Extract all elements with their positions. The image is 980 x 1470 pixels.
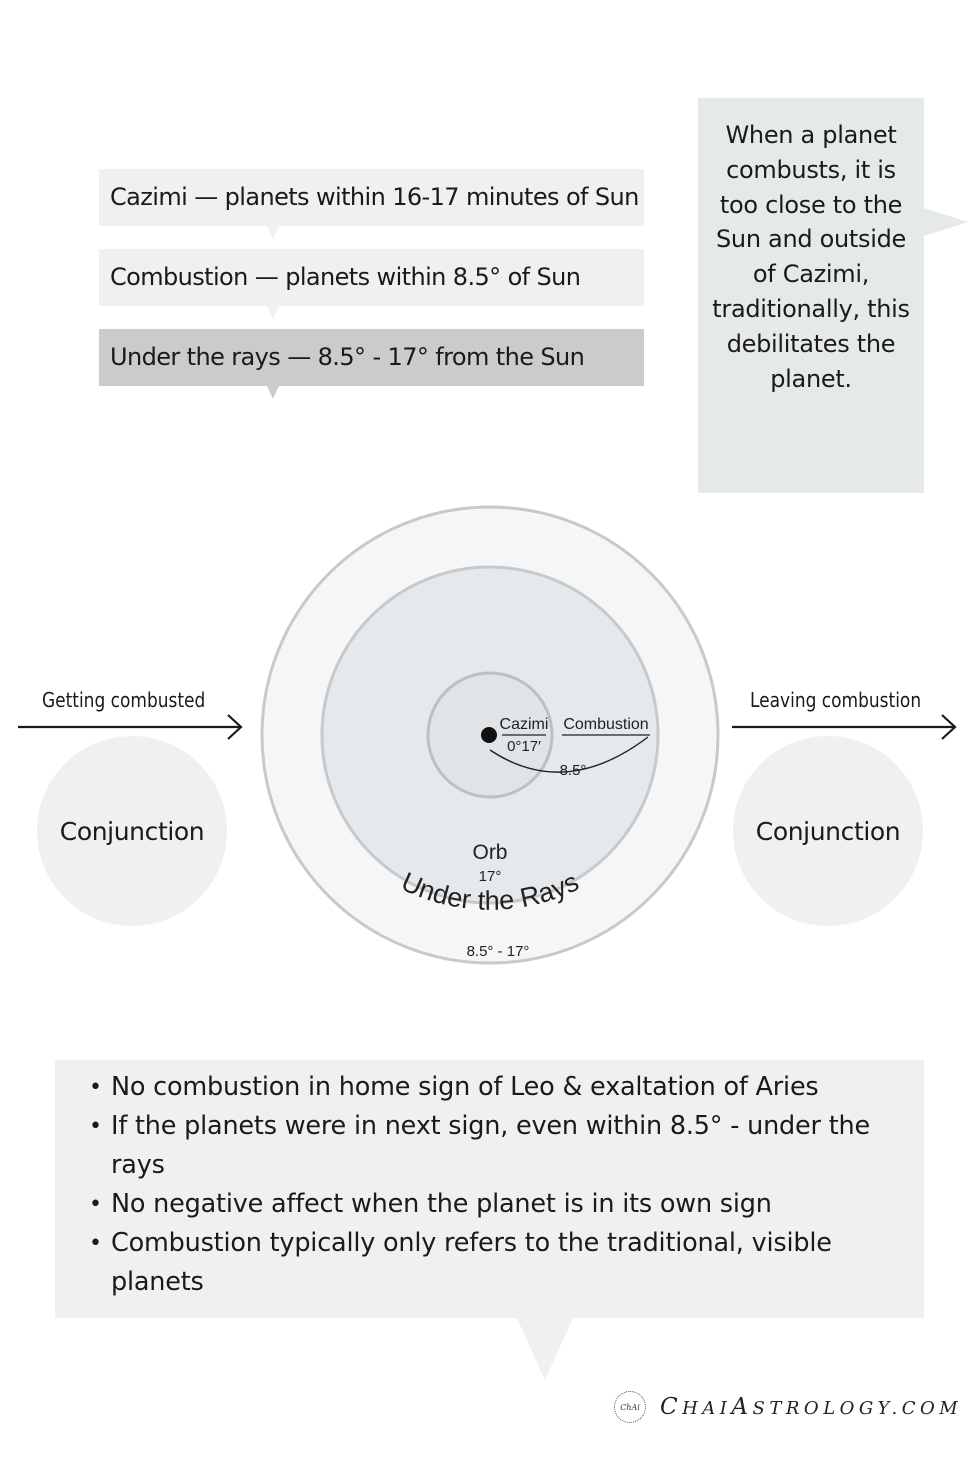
callout-term: Under the rays (110, 343, 281, 371)
side-note: When a planet combusts, it is too close … (698, 98, 968, 493)
orb-ring (320, 565, 660, 905)
under-the-rays-label: Under the Rays (397, 866, 583, 915)
side-note-text: When a planet combusts, it is too close … (712, 121, 910, 393)
callout-term: Cazimi (110, 183, 188, 211)
callout-desc: 8.5° - 17° from the Sun (317, 343, 585, 371)
brand: ChAi CHAIASTROLOGY.COM (614, 1390, 962, 1424)
orb-value: 17° (479, 868, 502, 885)
right-arrow-icon (18, 714, 243, 740)
under-the-rays-value: 8.5° - 17° (467, 943, 530, 960)
callout-desc: planets within 8.5° of Sun (285, 263, 581, 291)
notes-list: No combustion in home sign of Leo & exal… (55, 1068, 904, 1302)
leaving-combustion-label: Leaving combustion (750, 688, 922, 712)
callout-dash: — (187, 183, 225, 211)
callout-term: Combustion (110, 263, 248, 291)
cazimi-label: Cazimi (500, 716, 549, 733)
combustion-arc (489, 736, 649, 773)
brand-logo: ChAi (614, 1391, 646, 1423)
callout-tail (267, 306, 279, 319)
conjunction-label: Conjunction (59, 816, 205, 846)
notes-panel: No combustion in home sign of Leo & exal… (55, 1060, 924, 1380)
conjunction-circle-left: Conjunction (37, 736, 227, 926)
cazimi-value: 0°17′ (507, 738, 541, 755)
callout-dash: — (247, 263, 286, 291)
callout-desc: planets within 16-17 minutes of Sun (224, 183, 640, 211)
combustion-label: Combustion (563, 716, 648, 733)
right-arrow-icon (732, 714, 957, 740)
callout-under-the-rays: Under the rays — 8.5° - 17° from the Sun (99, 329, 644, 399)
list-item: Combustion typically only refers to the … (89, 1224, 904, 1302)
getting-combusted-label: Getting combusted (42, 688, 206, 712)
under-the-rays-ring (260, 505, 720, 965)
list-item: No negative affect when the planet is in… (89, 1185, 904, 1224)
sun-dot (481, 727, 497, 743)
notes-tail (517, 1318, 573, 1380)
callout-dash: — (280, 343, 318, 371)
list-item: No combustion in home sign of Leo & exal… (89, 1068, 904, 1107)
callout-tail (267, 386, 279, 399)
combustion-value: 8.5° (560, 762, 587, 779)
list-item: If the planets were in next sign, even w… (89, 1107, 904, 1185)
callout-combustion: Combustion — planets within 8.5° of Sun (99, 249, 644, 319)
callout-cazimi: Cazimi — planets within 16-17 minutes of… (99, 169, 644, 239)
callout-tail (267, 226, 279, 239)
brand-site: CHAIASTROLOGY.COM (660, 1394, 963, 1420)
conjunction-label: Conjunction (755, 816, 901, 846)
orb-label: Orb (472, 841, 507, 864)
conjunction-circle-right: Conjunction (733, 736, 923, 926)
side-note-tail (924, 208, 968, 236)
cazimi-ring (426, 671, 554, 799)
